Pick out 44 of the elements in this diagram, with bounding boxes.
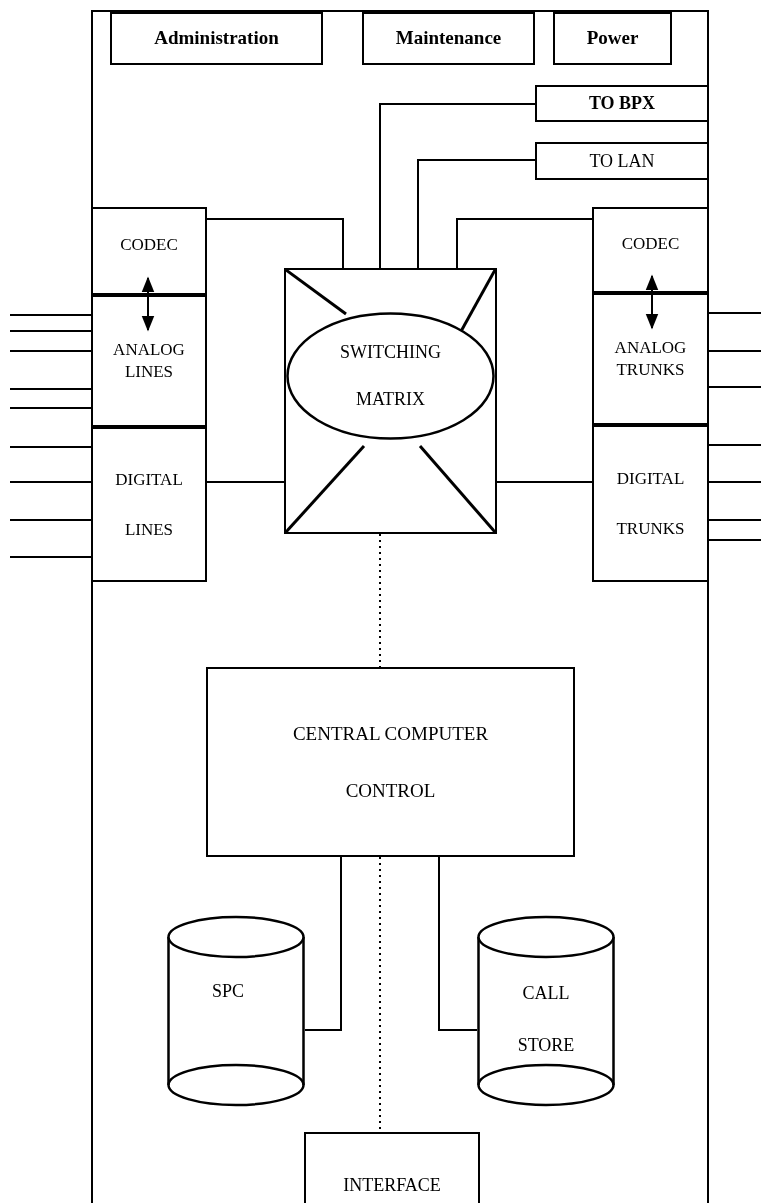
codec-box: CODEC bbox=[91, 207, 207, 295]
module-box: Power bbox=[553, 12, 672, 65]
trunk-module-box: DIGITAL TRUNKS bbox=[592, 425, 709, 582]
module-box: Maintenance bbox=[362, 12, 535, 65]
connector-line bbox=[708, 481, 761, 483]
double-arrow bbox=[141, 276, 155, 332]
module-box: Administration bbox=[110, 12, 323, 65]
interface-box: INTERFACE bbox=[304, 1132, 480, 1203]
port-box: TO LAN bbox=[535, 142, 709, 180]
dotted-connector bbox=[379, 533, 381, 668]
connector-line bbox=[708, 312, 761, 314]
connector-line bbox=[708, 444, 761, 446]
connector-line bbox=[417, 159, 536, 269]
connector-line bbox=[456, 218, 593, 269]
connector-line bbox=[379, 103, 536, 269]
connector-line bbox=[708, 350, 761, 352]
connector-line bbox=[708, 539, 761, 541]
connector-line bbox=[9, 519, 92, 521]
line-module-box: DIGITAL LINES bbox=[91, 427, 207, 582]
codec-box: CODEC bbox=[592, 207, 709, 293]
line-module-box: ANALOG LINES bbox=[91, 295, 207, 427]
connector-line bbox=[438, 856, 478, 1031]
connector-line bbox=[496, 481, 593, 483]
connector-line bbox=[9, 314, 92, 316]
switching-ellipse: SWITCHING MATRIX bbox=[286, 312, 495, 440]
trunk-module-box: ANALOG TRUNKS bbox=[592, 293, 709, 425]
port-box: TO BPX bbox=[535, 85, 709, 122]
connector-line bbox=[9, 388, 92, 390]
connector-line bbox=[9, 481, 92, 483]
storage-cylinder: SPC bbox=[167, 915, 305, 1107]
storage-cylinder: CALL STORE bbox=[477, 915, 615, 1107]
connector-line bbox=[9, 407, 92, 409]
connector-line bbox=[9, 350, 92, 352]
connector-line bbox=[304, 856, 342, 1031]
double-arrow bbox=[645, 274, 659, 330]
control-box: CENTRAL COMPUTER CONTROL bbox=[206, 667, 575, 857]
exchange-frame bbox=[91, 10, 709, 1203]
connector-line bbox=[9, 556, 92, 558]
connector-line bbox=[206, 481, 285, 483]
connector-line bbox=[9, 446, 92, 448]
connector-line bbox=[9, 330, 92, 332]
connector-line bbox=[708, 386, 761, 388]
connector-line bbox=[708, 519, 761, 521]
connector-line bbox=[206, 218, 344, 269]
